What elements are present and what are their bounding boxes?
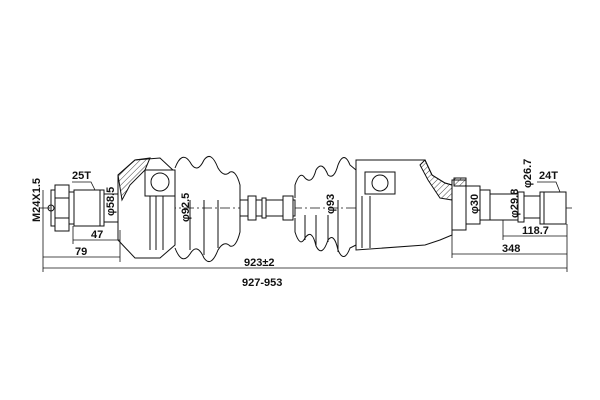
right-dia-29-label: φ29.8: [509, 189, 521, 218]
inner-joint-housing: [355, 159, 453, 251]
dim-47-label: 47: [91, 229, 103, 241]
left-spline-label: 25T: [72, 170, 91, 182]
dim-range-label: 927-953: [242, 277, 282, 289]
right-spline-label: 24T: [539, 170, 558, 182]
right-dia-93-label: φ93: [325, 194, 337, 214]
right-dia-26-label: φ26.7: [522, 159, 534, 188]
dim-348-label: 348: [502, 243, 520, 255]
thread-label: M24X1.5: [31, 178, 43, 222]
dim-118-label: 118.7: [522, 225, 549, 237]
right-boot: [294, 157, 357, 257]
left-dia-92-label: φ92.5: [180, 193, 192, 222]
dimension-lines: [42, 181, 568, 272]
left-dia-58-label: φ58.5: [105, 187, 117, 216]
center-shaft: [239, 195, 296, 221]
left-nut: [47, 184, 70, 232]
dim-79-label: 79: [75, 246, 87, 258]
left-boot: [174, 155, 241, 263]
right-dia-30-label: φ30: [469, 194, 481, 214]
dim-overall-label: 923±2: [244, 257, 275, 269]
left-spline-shaft: [68, 189, 119, 227]
outer-cv-joint: [117, 157, 176, 259]
right-stub-shaft: [451, 177, 567, 231]
